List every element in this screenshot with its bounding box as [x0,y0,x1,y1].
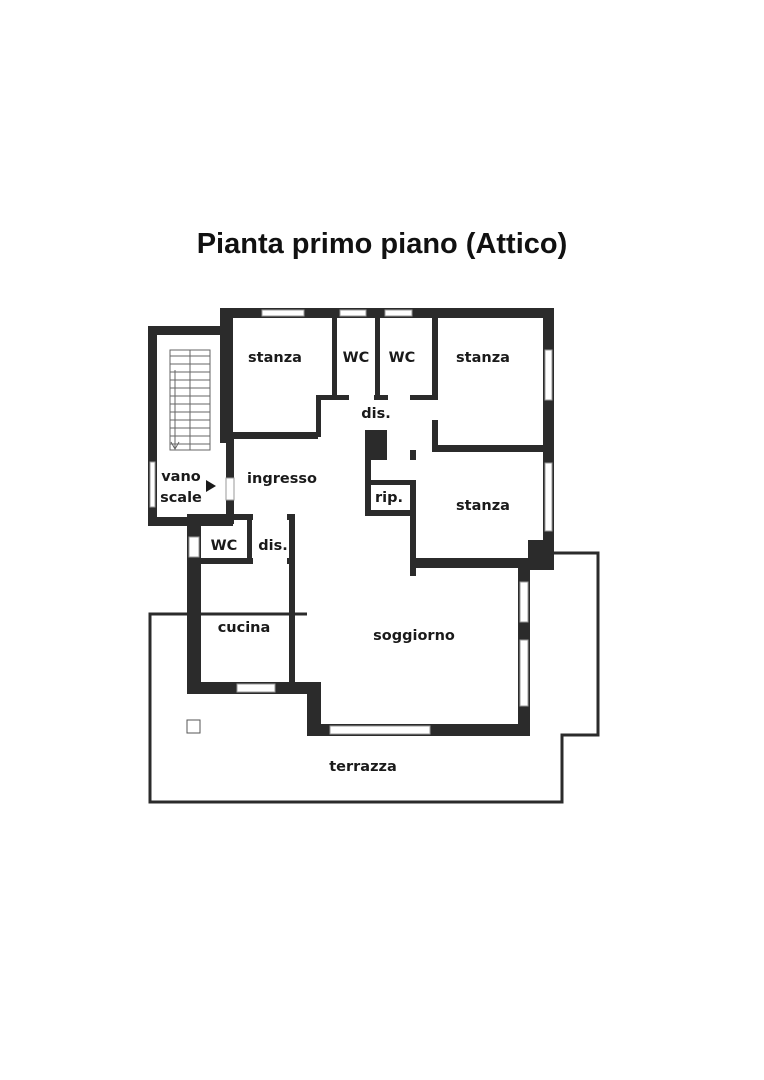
stair-steps-icon [169,349,211,451]
walls [187,308,554,736]
room-label-vano: vano [161,469,201,485]
room-label-stanza-ne: stanza [456,350,510,366]
room-label-ingresso: ingresso [247,471,317,487]
room-label-dis-top: dis. [361,406,391,422]
room-label-cucina: cucina [218,620,271,636]
room-label-wc-3: WC [211,538,238,554]
stair-direction-arrow-icon [206,480,216,492]
room-label-scale: scale [160,490,202,506]
page-title: Pianta primo piano (Attico) [196,228,568,260]
room-label-wc-2: WC [389,350,416,366]
room-label-wc-1: WC [343,350,370,366]
room-label-stanza-nw: stanza [248,350,302,366]
terrace-outline [148,551,600,804]
room-label-soggiorno: soggiorno [373,628,455,644]
terrace-drain-icon [186,719,201,734]
door-openings [253,395,438,567]
windows [188,309,553,735]
room-labels: stanza WC WC stanza dis. ingresso vano s… [160,350,510,775]
room-label-dis-bottom: dis. [258,538,288,554]
room-label-terrazza: terrazza [329,759,397,775]
room-label-stanza-e: stanza [456,498,510,514]
room-label-rip: rip. [375,490,403,506]
